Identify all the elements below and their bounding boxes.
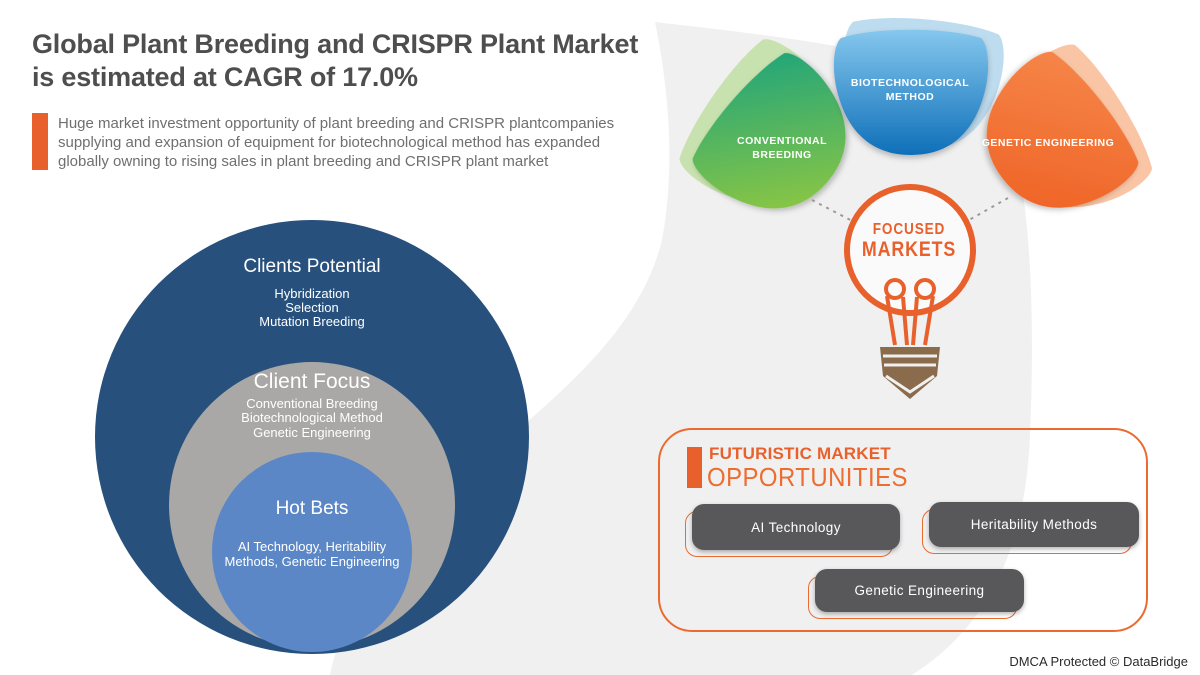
ai-technology-button-label: AI Technology bbox=[692, 504, 900, 550]
focused-markets-label: FOCUSED MARKETS bbox=[858, 221, 960, 260]
intro-block: Huge market investment opportunity of pl… bbox=[32, 113, 614, 172]
lightbulb-icon bbox=[844, 184, 976, 399]
opportunities-panel: FUTURISTIC MARKET OPPORTUNITIES AI Techn… bbox=[658, 428, 1148, 632]
dashed-connector-left bbox=[811, 199, 859, 225]
client-focus-items: Conventional Breeding Biotechnological M… bbox=[241, 396, 383, 440]
client-focus-title: Client Focus bbox=[253, 370, 371, 393]
intro-text: Huge market investment opportunity of pl… bbox=[58, 115, 615, 171]
hot-bets-circle: Hot Bets AI Technology, Heritability Met… bbox=[212, 452, 412, 652]
hot-bets-items: AI Technology, Heritability Methods, Gen… bbox=[224, 539, 400, 569]
heritability-methods-button-label: Heritability Methods bbox=[929, 502, 1139, 547]
genetic-engineering-label: GENETIC ENGINEERING bbox=[981, 137, 1115, 149]
opportunities-heading-line2: OPPORTUNITIES bbox=[707, 462, 908, 492]
accent-bar bbox=[32, 113, 48, 170]
opportunities-heading-line1: FUTURISTIC MARKET bbox=[709, 444, 891, 463]
clients-potential-title: Clients Potential bbox=[243, 256, 381, 277]
focused-markets-line1: FOCUSED bbox=[872, 221, 946, 238]
opportunities-accent-bar bbox=[687, 447, 702, 488]
focused-markets-line2: MARKETS bbox=[861, 237, 957, 261]
heritability-methods-button[interactable]: Heritability Methods bbox=[922, 502, 1139, 554]
conventional-breeding-label: CONVENTIONAL BREEDING bbox=[737, 135, 827, 161]
hot-bets-title: Hot Bets bbox=[275, 498, 349, 519]
dmca-watermark: DMCA Protected © DataBridge bbox=[1009, 654, 1188, 669]
ai-technology-button[interactable]: AI Technology bbox=[685, 504, 900, 557]
genetic-engineering-button-label: Genetic Engineering bbox=[815, 569, 1024, 612]
clients-potential-items: Hybridization Selection Mutation Breedin… bbox=[259, 286, 365, 329]
dashed-connector-right bbox=[961, 197, 1009, 225]
page-title: Global Plant Breeding and CRISPR Plant M… bbox=[32, 29, 639, 92]
bulb-base bbox=[880, 347, 940, 399]
genetic-engineering-button[interactable]: Genetic Engineering bbox=[808, 569, 1024, 619]
biotechnological-method-label: BIOTECHNOLOGICAL METHOD bbox=[850, 77, 970, 103]
